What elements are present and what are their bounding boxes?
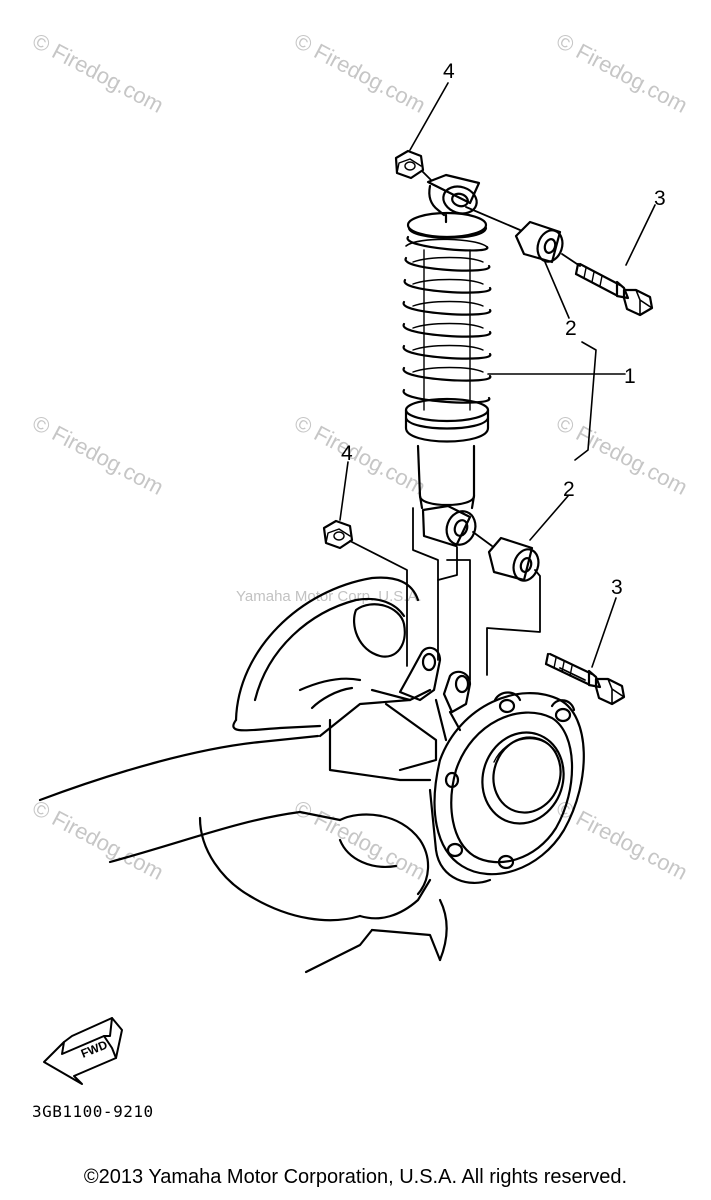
callout-label: 3: [654, 187, 666, 210]
spring-seat-bottom: [404, 408, 490, 443]
watermark-center: Yamaha Motor Corp. U.S.A.: [236, 588, 422, 605]
callout-label: 3: [611, 576, 623, 599]
copyright-notice: ©2013 Yamaha Motor Corporation, U.S.A. A…: [83, 1166, 628, 1188]
shock-bottom-eye: [421, 504, 477, 548]
callout-label: 2: [563, 478, 575, 501]
callout-label: 1: [624, 365, 636, 388]
callout-numbers: 1 2 2 3 3 4 4: [341, 60, 666, 599]
collar-upper: [514, 220, 564, 264]
bolt-lower: [544, 652, 626, 706]
damper-body: [416, 444, 476, 506]
bolt-upper: [574, 262, 654, 317]
part-code: 3GB1100-9210: [32, 1102, 154, 1121]
nut-upper: [394, 149, 425, 180]
fwd-arrow-icon: [43, 1017, 123, 1085]
nut-lower: [322, 519, 354, 550]
callout-label: 2: [565, 317, 577, 340]
rear-hub: [428, 691, 585, 884]
assembly-lines: [349, 170, 586, 681]
callout-label: 4: [443, 60, 455, 83]
coil-spring: [402, 235, 492, 411]
collar-lower: [487, 536, 540, 582]
callout-leaders: [339, 82, 656, 668]
shock-absorber: [402, 173, 492, 548]
swingarm-housing: [38, 576, 472, 974]
fwd-label: FWD: [79, 1037, 110, 1060]
callout-label: 4: [341, 442, 353, 465]
